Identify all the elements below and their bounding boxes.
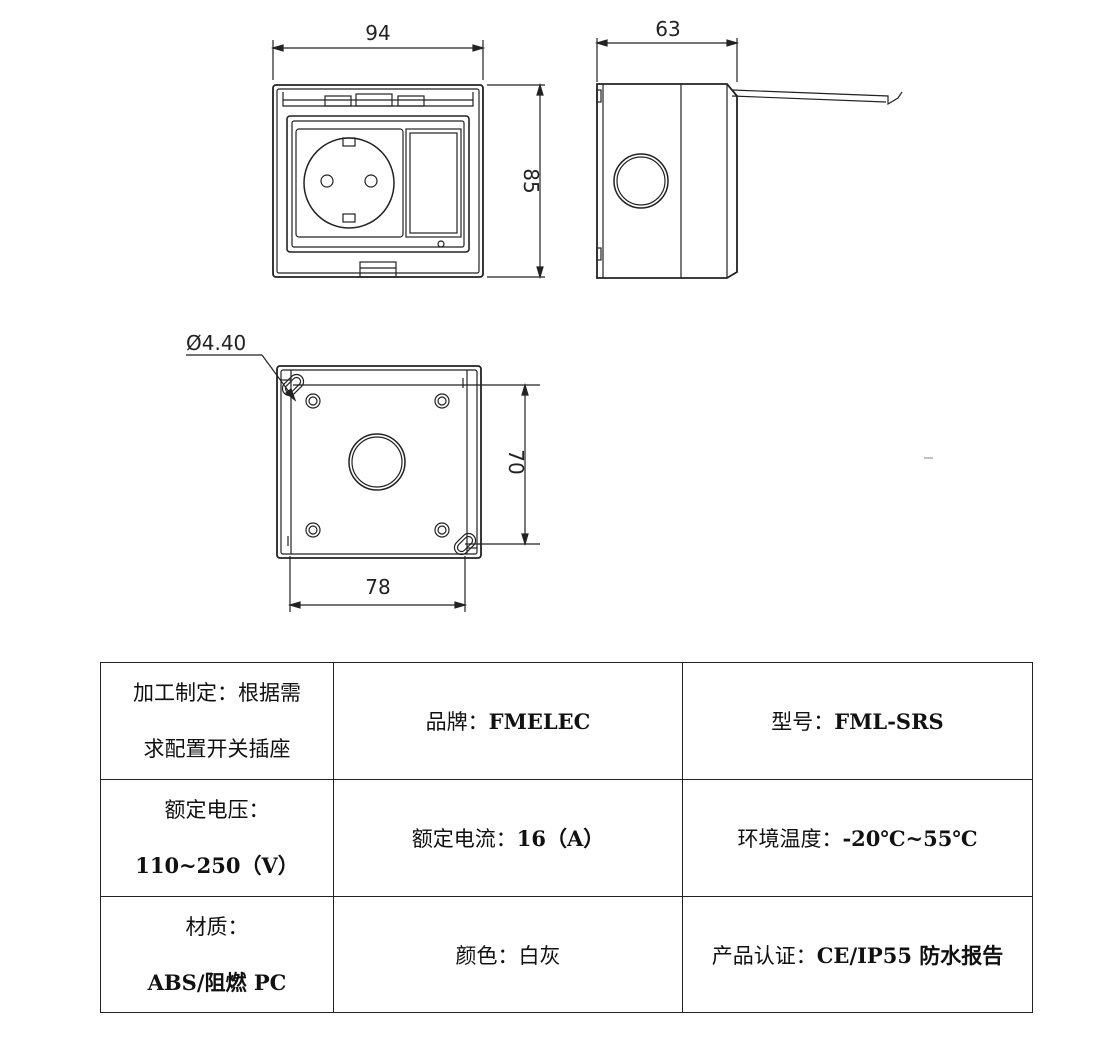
- spec-material: 材质： ABS/阻燃 PC: [100, 896, 334, 1013]
- spec-label: 额定电压：: [164, 798, 270, 822]
- spec-label: 产品认证：: [711, 943, 817, 968]
- spec-ambient-temperature: 环境温度：-20℃~55℃: [682, 779, 1033, 897]
- spec-label: 加工制定：根据需: [133, 681, 301, 705]
- dim-hole-diameter: Ø4.40: [186, 331, 246, 355]
- table-row: 加工制定：根据需 求配置开关插座 品牌：FMELEC 型号：FML-SRS: [100, 662, 1033, 780]
- spec-value: -20℃~55℃: [842, 826, 978, 851]
- spec-value: 白灰: [518, 943, 561, 968]
- dim-side-depth: 63: [655, 17, 680, 41]
- dim-back-width: 78: [365, 575, 390, 599]
- spec-value: 16（A）: [516, 826, 605, 851]
- front-view: 94 85: [270, 21, 545, 280]
- spec-label: 材质：: [185, 914, 249, 939]
- spec-table: 加工制定：根据需 求配置开关插座 品牌：FMELEC 型号：FML-SRS 额定…: [100, 662, 1033, 1013]
- back-view: Ø4.40 70: [186, 331, 540, 612]
- table-row: 额定电压： 110~250（V） 额定电流：16（A） 环境温度：-20℃~55…: [100, 779, 1033, 897]
- spec-label: 品牌：: [425, 710, 489, 734]
- spec-value: FMELEC: [488, 709, 591, 734]
- spec-label: 环境温度：: [737, 827, 843, 851]
- spec-value: ABS/阻燃 PC: [147, 969, 287, 995]
- dim-front-height: 85: [519, 168, 543, 193]
- spec-value: FML-SRS: [834, 709, 944, 734]
- spec-value: 110~250（V）: [135, 853, 299, 878]
- dim-front-width: 94: [365, 21, 390, 45]
- spec-certification: 产品认证：CE/IP55 防水报告: [682, 896, 1033, 1013]
- spec-customization: 加工制定：根据需 求配置开关插座: [100, 662, 334, 780]
- spec-value: CE/IP55 防水报告: [816, 942, 1004, 968]
- spec-rated-voltage: 额定电压： 110~250（V）: [100, 779, 334, 897]
- spec-label: 颜色：: [455, 943, 519, 968]
- spec-model: 型号：FML-SRS: [682, 662, 1033, 780]
- side-view: 63: [594, 17, 903, 279]
- technical-drawing: 94 85: [186, 17, 933, 612]
- table-row: 材质： ABS/阻燃 PC 颜色：白灰 产品认证：CE/IP55 防水报告: [100, 896, 1033, 1013]
- spec-color: 颜色：白灰: [333, 896, 683, 1013]
- spec-brand: 品牌：FMELEC: [333, 662, 683, 780]
- spec-rated-current: 额定电流：16（A）: [333, 779, 683, 897]
- dim-hole-spacing: 70: [504, 449, 528, 474]
- spec-label: 型号：: [771, 710, 835, 734]
- spec-label: 额定电流：: [411, 827, 517, 851]
- spec-label-line2: 求配置开关插座: [143, 737, 291, 761]
